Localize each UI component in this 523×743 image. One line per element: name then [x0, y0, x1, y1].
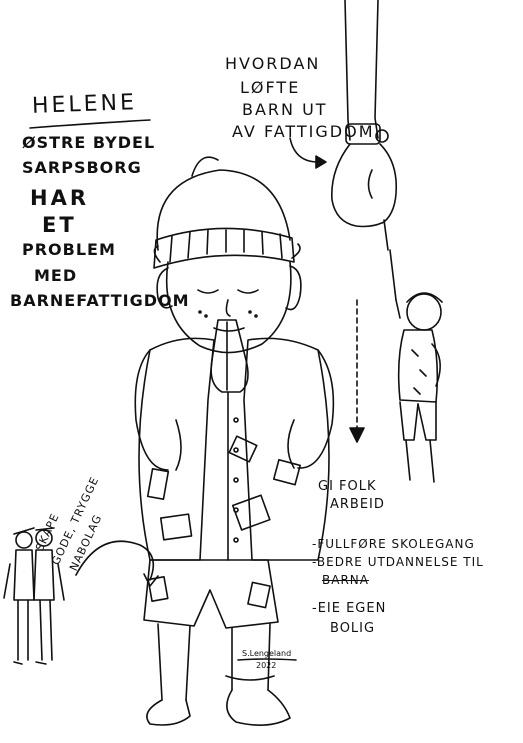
title-underline — [29, 119, 151, 129]
left-line-et: ET — [42, 213, 77, 237]
gi-folk-line-1: GI FOLK — [318, 479, 377, 494]
question-line-1: HVORDAN — [225, 54, 321, 73]
note-barna: BARNA — [322, 573, 369, 587]
left-line-med: MED — [34, 266, 78, 285]
left-line-barnefattigdom: BARNEFATTIGDOM — [10, 291, 190, 310]
gi-folk-line-2: ARBEID — [330, 497, 385, 512]
signature-name: S.Lengeland — [242, 649, 292, 658]
note-skolegang: -FULLFØRE SKOLEGANG — [312, 537, 475, 551]
hanging-child-drawing — [389, 249, 443, 483]
note-eie-egen: -EIE EGEN — [312, 601, 387, 616]
left-line-problem: PROBLEM — [22, 240, 116, 259]
question-arrow — [289, 137, 319, 163]
left-line-district: ØSTRE BYDEL — [22, 133, 156, 152]
small-children-drawing — [3, 527, 65, 665]
question-line-4: AV FATTIGDOM — [232, 122, 375, 141]
curly-arrow — [75, 540, 155, 581]
adult-arm-drawing — [331, 0, 398, 251]
question-line-2: LØFTE — [240, 78, 301, 97]
left-line-city: SARPSBORG — [22, 158, 142, 177]
main-child-drawing — [134, 156, 335, 726]
left-line-har: HAR — [30, 186, 89, 210]
note-bolig: BOLIG — [330, 621, 376, 636]
signature-year: 2022 — [256, 661, 277, 670]
question-line-3: BARN UT — [242, 100, 328, 119]
page-title: HELENE — [31, 90, 138, 119]
note-utdannelse: -BEDRE UTDANNELSE TIL — [312, 555, 484, 569]
